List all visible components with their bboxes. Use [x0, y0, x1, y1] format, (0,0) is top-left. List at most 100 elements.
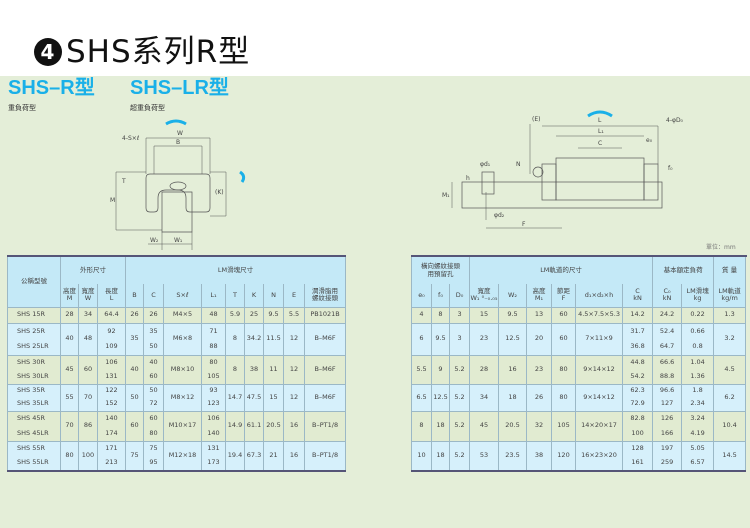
- cell-L1: 131: [201, 440, 226, 456]
- cell-kgm: 6.2: [713, 383, 747, 411]
- cell-W: 86: [78, 410, 98, 441]
- cell-B: 40: [125, 354, 144, 384]
- cell-N: 9.5: [263, 306, 284, 323]
- cell-L1: 71: [201, 322, 226, 339]
- cell-C: 26: [143, 306, 164, 323]
- cell-d: 4.5×7.5×5.3: [575, 306, 624, 323]
- cell-models: SHS 35R: [7, 383, 61, 398]
- cell-F: 105: [551, 410, 577, 441]
- cell-kg: 6.57: [681, 456, 715, 471]
- cell-S: M8×10: [163, 354, 202, 384]
- cell-C: 40: [143, 354, 164, 370]
- cell-T: 5.9: [225, 306, 245, 323]
- cell-C0: 197: [652, 440, 683, 456]
- cell-kg: 3.24: [681, 410, 715, 426]
- cell-T: 14.7: [225, 383, 245, 411]
- cell-W1: 28: [469, 354, 500, 384]
- cell-C: 54.2: [622, 369, 654, 384]
- cell-M1: 20: [526, 322, 553, 355]
- cell-C0: 64.7: [652, 339, 683, 355]
- label-w1: W₁: [174, 237, 183, 244]
- cell-M: 70: [60, 410, 79, 441]
- cell-K: 25: [244, 306, 264, 323]
- cell-M1: 26: [526, 383, 553, 411]
- cell-e0: 5.5: [411, 354, 432, 384]
- label-d0: 4-φD₀: [666, 117, 684, 124]
- cell-models: SHS 35LR: [7, 397, 61, 411]
- cell-N: 11.5: [263, 322, 284, 355]
- cell-S: M12×18: [163, 440, 202, 471]
- cell-C0: 126: [652, 410, 683, 426]
- cell-e0: 8: [411, 410, 432, 441]
- cell-E: 12: [283, 322, 305, 355]
- label-m: M: [110, 197, 115, 204]
- cell-kgm: 1.3: [713, 306, 747, 323]
- cell-C: 100: [622, 426, 654, 441]
- cell-C: 128: [622, 440, 654, 456]
- cell-C0: 166: [652, 426, 683, 441]
- cell-lube: B–PT1/8: [303, 410, 347, 441]
- cell-M1: 32: [526, 410, 553, 441]
- cell-W2: 20.5: [498, 410, 528, 441]
- cell-C0: 96.6: [652, 383, 683, 398]
- cell-C: 14.2: [622, 306, 654, 323]
- cell-f0: 9.5: [431, 322, 450, 355]
- cell-kgm: 10.4: [713, 410, 747, 441]
- cell-f0: 8: [431, 306, 450, 323]
- cell-C: 72.9: [622, 397, 654, 411]
- cell-L: 92: [97, 322, 126, 339]
- cell-M: 45: [60, 354, 79, 384]
- cell-C0: 66.6: [652, 354, 683, 370]
- cell-T: 8: [225, 322, 245, 355]
- cell-K: 38: [244, 354, 264, 384]
- header-mass: 質 量: [713, 256, 747, 284]
- cell-L1: 123: [201, 397, 226, 411]
- header-side_hole: 橫向螺紋接頭用預留孔: [410, 256, 471, 284]
- cell-models: SHS 25LR: [7, 339, 61, 355]
- cell-L: 122: [97, 383, 126, 398]
- cell-M: 55: [60, 383, 79, 411]
- cell-N: 21: [263, 440, 284, 471]
- cell-C: 161: [622, 456, 654, 471]
- cell-kg: 2.34: [681, 397, 715, 411]
- cell-D0: 3: [448, 322, 471, 355]
- cell-F: 60: [551, 306, 577, 323]
- cell-d: 9×14×12: [575, 354, 624, 384]
- type-lr-desc: 超重負荷型: [130, 104, 165, 112]
- cell-T: 8: [225, 354, 245, 384]
- cell-f0: 18: [431, 410, 450, 441]
- label-w2: W₂: [150, 237, 159, 244]
- cell-S: M10×17: [163, 410, 202, 441]
- cell-models: SHS 15R: [7, 306, 61, 323]
- cell-C0: 24.2: [652, 306, 683, 323]
- unit-label: 單位：mm: [706, 244, 736, 251]
- header-K: K: [244, 284, 264, 307]
- header-L1: L₁: [201, 284, 226, 307]
- cell-C: 80: [143, 426, 164, 441]
- label-m1: M₁: [442, 192, 450, 199]
- title-text: SHS系列R型: [66, 33, 251, 70]
- type-r-desc: 重負荷型: [8, 104, 36, 112]
- cell-F: 60: [551, 322, 577, 355]
- cell-lube: PB1021B: [303, 306, 347, 323]
- cell-models: SHS 45LR: [7, 426, 61, 441]
- label-h: h: [466, 175, 470, 182]
- cell-E: 5.5: [283, 306, 305, 323]
- cell-L1: 173: [201, 456, 226, 471]
- cell-M: 40: [60, 322, 79, 355]
- cell-D0: 5.2: [448, 440, 471, 471]
